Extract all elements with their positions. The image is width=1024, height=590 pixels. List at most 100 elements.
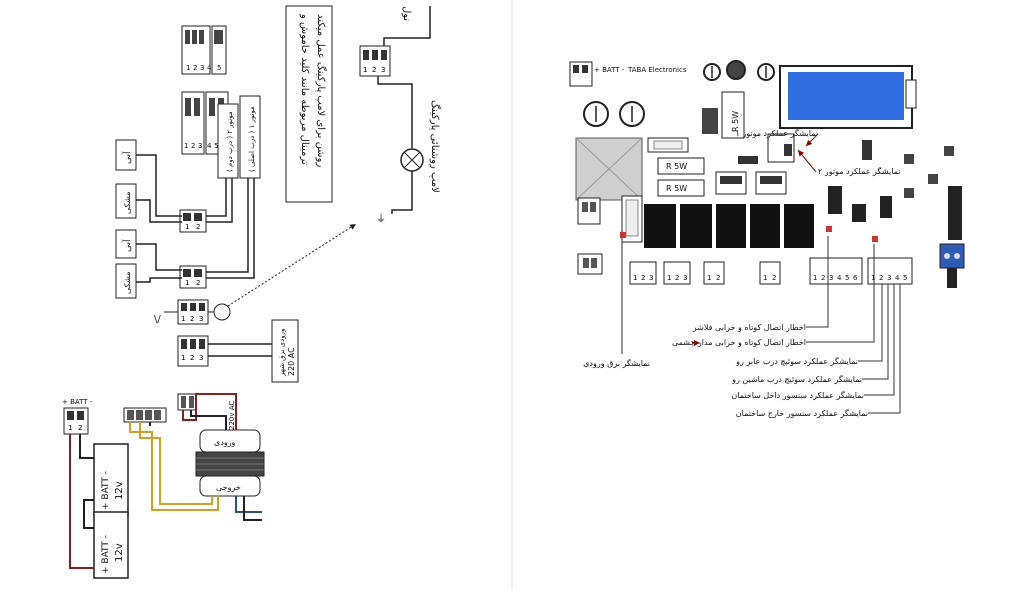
led-red-2 (872, 236, 878, 242)
svg-text:روشن برای لامپ پارکینگ عمل میک: روشن برای لامپ پارکینگ عمل میکند (315, 14, 327, 167)
svg-text:4: 4 (207, 64, 212, 72)
svg-text:1: 1 (363, 66, 367, 74)
svg-text:12v: 12v (114, 481, 125, 500)
ac-label: 220v AC (228, 401, 236, 430)
svg-text:3: 3 (198, 142, 202, 150)
svg-text:2: 2 (772, 274, 776, 282)
svg-text:1: 1 (184, 142, 188, 150)
lcd-display (779, 65, 917, 129)
transformer-wires (129, 393, 262, 521)
svg-text:ورودی برق شهر: ورودی برق شهر (278, 329, 286, 377)
svg-text:نمایشگر عملکرد سوئیچ درب عابر: نمایشگر عملکرد سوئیچ درب عابر رو (735, 356, 858, 366)
svg-text:5: 5 (217, 64, 221, 72)
svg-text:2: 2 (879, 274, 883, 282)
led-red-1 (826, 226, 832, 232)
transformer: ورودی خروجی (195, 429, 265, 497)
motor1-label-box: موتور ۱ ( درب اصلی ) (239, 95, 261, 179)
svg-text:مشکی: مشکی (123, 191, 132, 214)
svg-text:1: 1 (68, 424, 72, 432)
svg-text:1: 1 (185, 279, 189, 287)
connector-2pin (177, 393, 197, 411)
svg-text:1: 1 (181, 315, 185, 323)
svg-text:4: 4 (207, 142, 212, 150)
relay-callout-arrow (227, 223, 357, 307)
neutral-label: نول (401, 6, 412, 21)
city-power-box: ورودی برق شهر 220 AC (271, 319, 299, 383)
svg-text:3: 3 (199, 315, 203, 323)
svg-text:2: 2 (196, 279, 200, 287)
svg-text:نمایشگر عملکرد سنسور داخل ساخت: نمایشگر عملکرد سنسور داخل ساختمان (731, 390, 864, 400)
svg-text:4: 4 (895, 274, 900, 282)
heatsink (575, 137, 643, 201)
annotations-bottom: اخطار اتصال کوتاه و خرابی فلاشر اخطار ات… (583, 236, 901, 418)
svg-text:2: 2 (675, 274, 679, 282)
svg-text:آبی: آبی (121, 239, 133, 252)
svg-text:2: 2 (190, 354, 194, 362)
svg-text:12v: 12v (114, 543, 125, 562)
svg-text:2: 2 (821, 274, 825, 282)
svg-text:1: 1 (185, 223, 189, 231)
svg-text:1: 1 (707, 274, 711, 282)
connector-4pin (123, 407, 167, 423)
svg-text:3: 3 (649, 274, 653, 282)
motor2-label-box: موتور ۲ ( درب دوم ) (217, 103, 239, 179)
svg-text:+ BATT -: + BATT - (101, 471, 111, 510)
svg-text:1: 1 (871, 274, 875, 282)
motor1-label: موتور ۱ ( درب اصلی ) (248, 106, 256, 172)
svg-text:1: 1 (181, 354, 185, 362)
svg-text:خروجی: خروجی (216, 483, 241, 492)
wire-black-box-1: مشکی (115, 183, 137, 219)
svg-text:2: 2 (716, 274, 720, 282)
battery-wires (69, 434, 94, 569)
svg-text:+ BATT -: + BATT - (101, 535, 111, 574)
svg-text:1: 1 (633, 274, 637, 282)
svg-text:220 AC: 220 AC (287, 347, 296, 376)
svg-text:1: 1 (667, 274, 671, 282)
brand-label: TABA Electronics (627, 66, 687, 74)
svg-text:R 5W: R 5W (731, 111, 740, 132)
svg-text:3: 3 (683, 274, 687, 282)
wire-black-box-2: مشکی (115, 263, 137, 299)
svg-text:2: 2 (641, 274, 645, 282)
wire-blue-box-1: آبی (115, 139, 137, 171)
lamp-label: لامپ روشنائی پارکینگ (429, 100, 441, 193)
svg-text:اخطار اتصال کوتاه و خرابی مدار: اخطار اتصال کوتاه و خرابی مدار چشمی (672, 338, 806, 347)
svg-text:6: 6 (853, 274, 858, 282)
terminal-block-top-5: 1 2 3 4 5 (181, 25, 227, 75)
motor2-label: موتور ۲ ( درب دوم ) (226, 111, 234, 172)
svg-text:2: 2 (78, 424, 82, 432)
battery-2: + BATT - 12v (93, 511, 129, 579)
motor-wires (136, 154, 255, 283)
relay-switch-symbol: \/ (154, 314, 161, 325)
svg-text:1: 1 (813, 274, 817, 282)
svg-text:مشکی: مشکی (123, 271, 132, 294)
svg-text:2: 2 (190, 315, 194, 323)
svg-text:2: 2 (372, 66, 376, 74)
pcb-components (577, 133, 965, 288)
svg-text:5: 5 (845, 274, 849, 282)
parking-lamp-note: ترمینال مربوطه مانند کلید خاموش و روشن ب… (285, 5, 333, 203)
svg-text:3: 3 (829, 274, 833, 282)
svg-text:5: 5 (214, 142, 218, 150)
svg-text:نمایشگر عملکرد سنسور خارج ساخت: نمایشگر عملکرد سنسور خارج ساختمان (736, 408, 868, 418)
right-page: + BATT - TABA Electronics R 5W (569, 60, 965, 418)
ground-symbol: ⏚ (376, 213, 386, 225)
svg-text:نمایشگر عملکرد موتور ۱: نمایشگر عملکرد موتور ۱ (736, 128, 819, 138)
svg-text:4: 4 (837, 274, 842, 282)
power-indicator-label: نمایشگر برق ورودی (583, 358, 650, 368)
svg-text:ورودی: ورودی (214, 438, 236, 447)
relays (644, 204, 814, 248)
lamp-icon (400, 148, 424, 172)
svg-text:3: 3 (200, 64, 204, 72)
svg-text:3: 3 (199, 354, 203, 362)
svg-text:اخطار اتصال کوتاه و خرابی فلاش: اخطار اتصال کوتاه و خرابی فلاشر (692, 323, 806, 332)
svg-text:آبی: آبی (121, 151, 133, 164)
